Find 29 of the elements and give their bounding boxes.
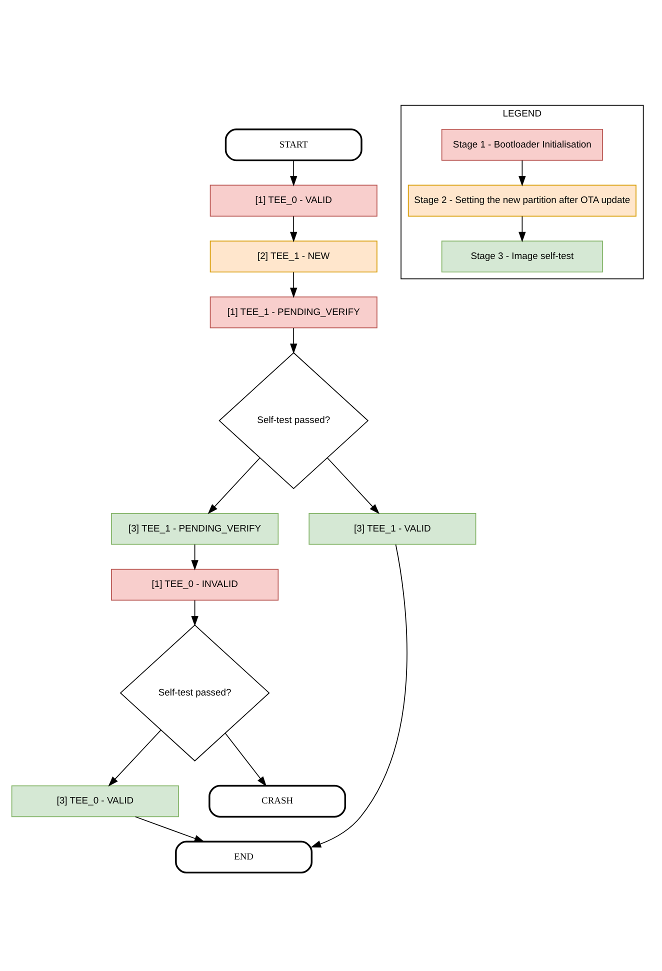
- arrow: [191, 544, 198, 570]
- arrow: [310, 544, 408, 848]
- node-box: Stage 1 - Bootloader Initialisation: [441, 128, 603, 161]
- node-box: [3] TEE_1 - PENDING_VERIFY: [111, 513, 279, 545]
- arrow: [518, 216, 526, 242]
- node-diamond: Self-test passed?: [120, 624, 270, 762]
- arrow: [224, 732, 267, 787]
- node-diamond: Self-test passed?: [218, 352, 369, 490]
- node-box: [1] TEE_1 - PENDING_VERIFY: [210, 296, 378, 328]
- arrow: [290, 216, 298, 242]
- arrow: [290, 272, 298, 298]
- arrow: [326, 457, 380, 514]
- arrow: [208, 457, 260, 514]
- node-box: [3] TEE_1 - VALID: [308, 513, 476, 545]
- node-box: [1] TEE_0 - VALID: [210, 184, 378, 217]
- node-box: Stage 3 - Image self-test: [441, 240, 603, 272]
- arrow: [290, 328, 298, 354]
- node-box: [3] TEE_0 - VALID: [11, 785, 179, 818]
- node-box: CRASH: [208, 784, 346, 818]
- node-box: [2] TEE_1 - NEW: [210, 240, 378, 272]
- arrow: [518, 160, 526, 186]
- arrow: [191, 600, 198, 626]
- node-box: START: [224, 128, 362, 162]
- arrow: [290, 160, 298, 186]
- arrow: [134, 816, 205, 842]
- node-box: Stage 2 - Setting the new partition after OTA update: [408, 184, 636, 217]
- node-box: END: [175, 840, 313, 874]
- node-box: [1] TEE_0 - INVALID: [111, 568, 279, 601]
- arrow: [108, 730, 162, 786]
